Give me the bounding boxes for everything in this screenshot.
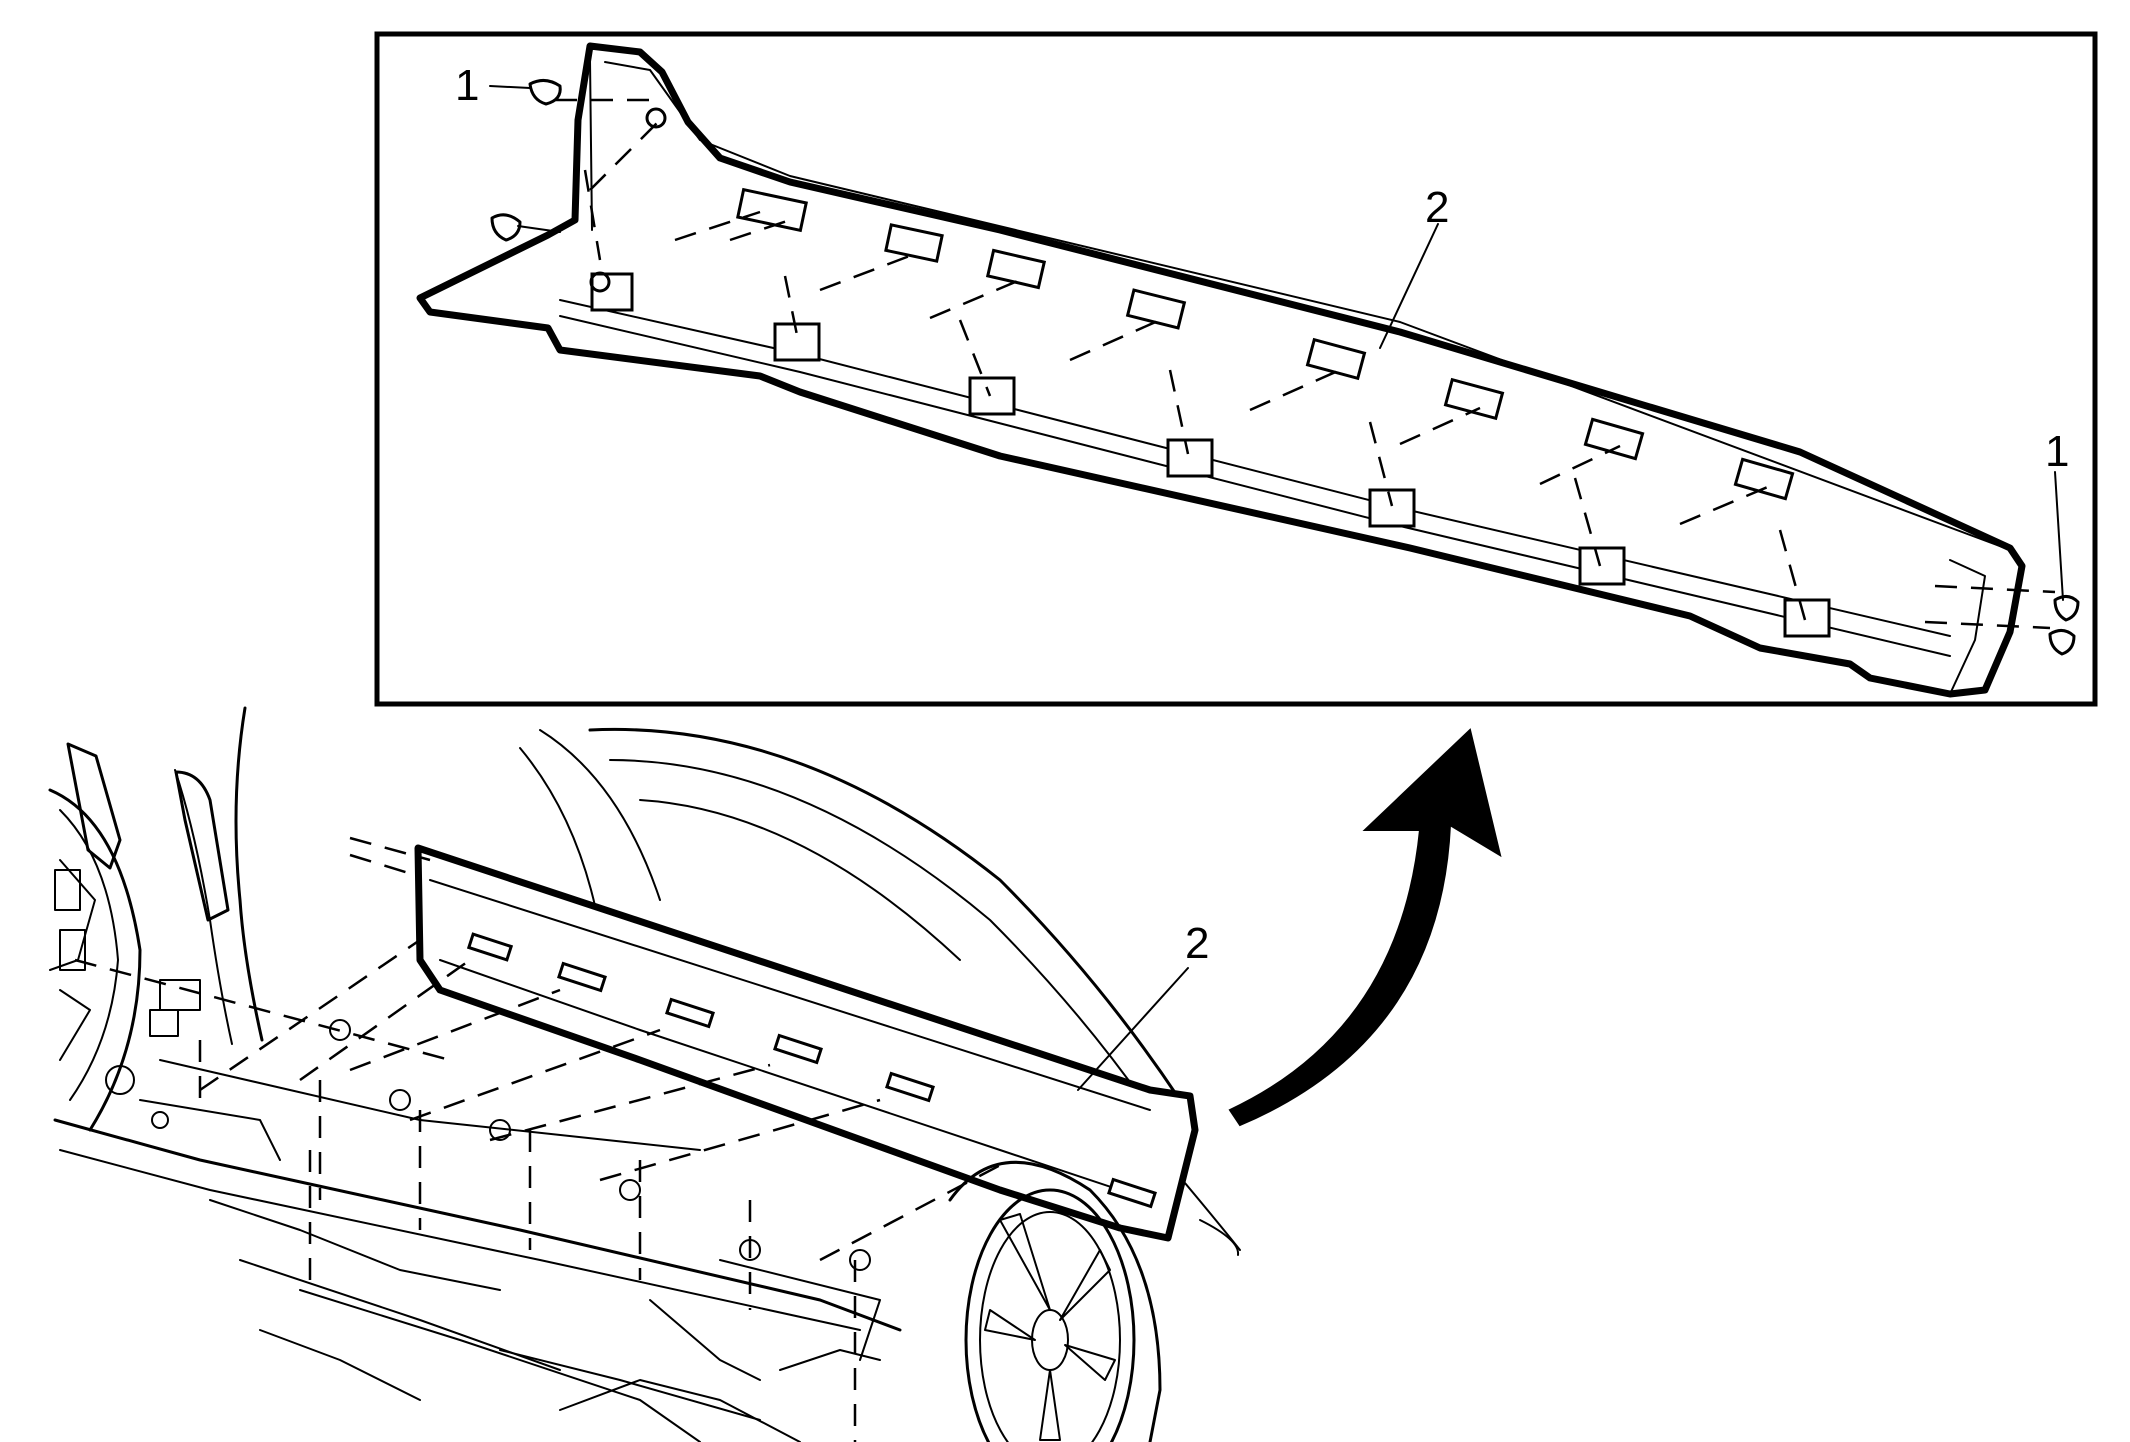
detail-alignment-lines <box>555 98 2056 630</box>
leader-panel-vehicle <box>1077 967 1189 1091</box>
vehicle-alignment-lines <box>74 836 1011 1442</box>
vehicle-view: 2 <box>48 706 1241 1442</box>
callout-panel-vehicle: 2 <box>1185 919 1209 968</box>
detail-inset: 1 2 1 <box>374 31 2098 707</box>
curved-arrow-icon <box>1228 728 1502 1127</box>
front-wheel <box>48 788 142 1132</box>
leader-fastener-top-left <box>489 85 531 89</box>
callout-fastener-right: 1 <box>2045 427 2069 476</box>
lower-clips <box>590 272 1831 638</box>
rear-wheel <box>948 1160 1162 1442</box>
upper-clips <box>736 187 1795 501</box>
leader-fastener-right <box>2054 471 2064 601</box>
fastener-top-left <box>490 79 667 293</box>
underbody <box>53 979 902 1442</box>
callout-fastener-top-left: 1 <box>455 61 479 110</box>
leader-panel-detail <box>1379 223 1439 349</box>
callout-panel-detail: 2 <box>1425 183 1449 232</box>
rocker-panel-detail <box>416 42 2026 698</box>
rocker-panel-vehicle <box>414 844 1199 1242</box>
fastener-right <box>2048 595 2080 656</box>
